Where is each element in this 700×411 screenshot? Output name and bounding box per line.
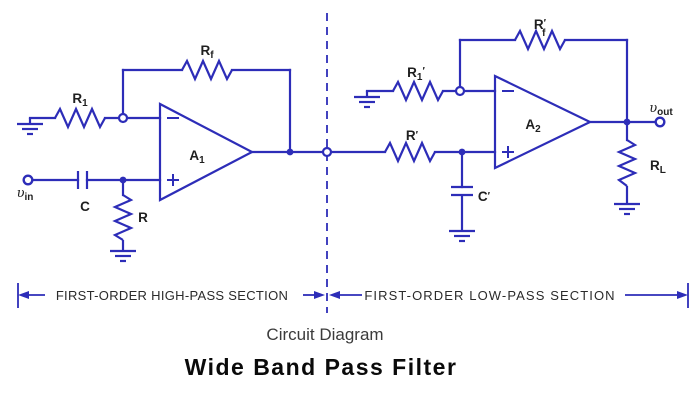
- label-rf: Rf: [200, 43, 214, 61]
- label-vin: υin: [17, 186, 34, 203]
- high-pass-section-label: FIRST-ORDER HIGH-PASS SECTION: [56, 288, 288, 303]
- ground-symbol-r1: [17, 118, 43, 136]
- node-c-r-junction: [119, 176, 127, 184]
- vout-terminal: [654, 116, 666, 128]
- node-inverting-summing-a1: [117, 112, 129, 124]
- resistor-rf-prime: [514, 28, 566, 52]
- high-pass-section: [17, 58, 387, 263]
- opamp-a1: [158, 102, 255, 202]
- dim-arrowhead-left: [18, 291, 29, 299]
- vin-terminal: [22, 174, 34, 186]
- opamp-a2: [493, 74, 593, 170]
- label-vout: υout: [649, 101, 673, 118]
- low-pass-section: [354, 28, 658, 243]
- resistor-r1-prime: [392, 79, 444, 103]
- section-markers: [17, 283, 689, 308]
- ground-symbol-r: [110, 240, 136, 263]
- label-c: C: [80, 199, 90, 214]
- label-a2: A2: [525, 117, 541, 135]
- node-a2-output-feedback: [623, 118, 631, 126]
- component-labels: R1 Rf A1 υin C R R1′ R′f A2 R′ C′ υout R…: [17, 17, 674, 225]
- label-a1: A1: [189, 148, 205, 166]
- ground-symbol-r1prime: [354, 91, 380, 109]
- dim-arrowhead-mid-left: [314, 291, 325, 299]
- resistor-rf: [181, 58, 233, 82]
- low-pass-section-label: FIRST-ORDER LOW-PASS SECTION: [364, 288, 615, 303]
- node-inverting-summing-a2: [454, 85, 466, 97]
- node-interstage: [321, 146, 333, 158]
- label-r1: R1: [72, 91, 88, 109]
- label-rl: RL: [650, 158, 666, 176]
- resistor-r: [112, 194, 134, 241]
- dim-arrowhead-mid-right: [329, 291, 340, 299]
- label-rf-prime: R′f: [534, 17, 547, 39]
- label-c-prime: C′: [478, 189, 491, 204]
- ground-symbol-rl: [614, 186, 640, 216]
- capacitor-c: [76, 171, 89, 189]
- capacitor-c-prime: [451, 185, 473, 197]
- junction-nodes: [22, 85, 666, 186]
- label-r1-prime: R1′: [407, 65, 425, 83]
- dim-arrowhead-right: [677, 291, 688, 299]
- node-a1-output-feedback: [286, 148, 294, 156]
- resistor-rl: [616, 139, 638, 187]
- opamp-a1-input-signs: [167, 117, 179, 186]
- label-r-prime: R′: [406, 128, 419, 143]
- label-r: R: [138, 210, 148, 225]
- page-title: Wide Band Pass Filter: [185, 354, 458, 380]
- ground-symbol-cprime: [449, 195, 475, 243]
- caption-subtitle: Circuit Diagram: [266, 325, 383, 344]
- opamp-a2-input-signs: [502, 90, 514, 158]
- resistor-r1: [54, 106, 106, 130]
- resistor-r-prime: [384, 140, 436, 164]
- node-rprime-cprime-junction: [458, 148, 466, 156]
